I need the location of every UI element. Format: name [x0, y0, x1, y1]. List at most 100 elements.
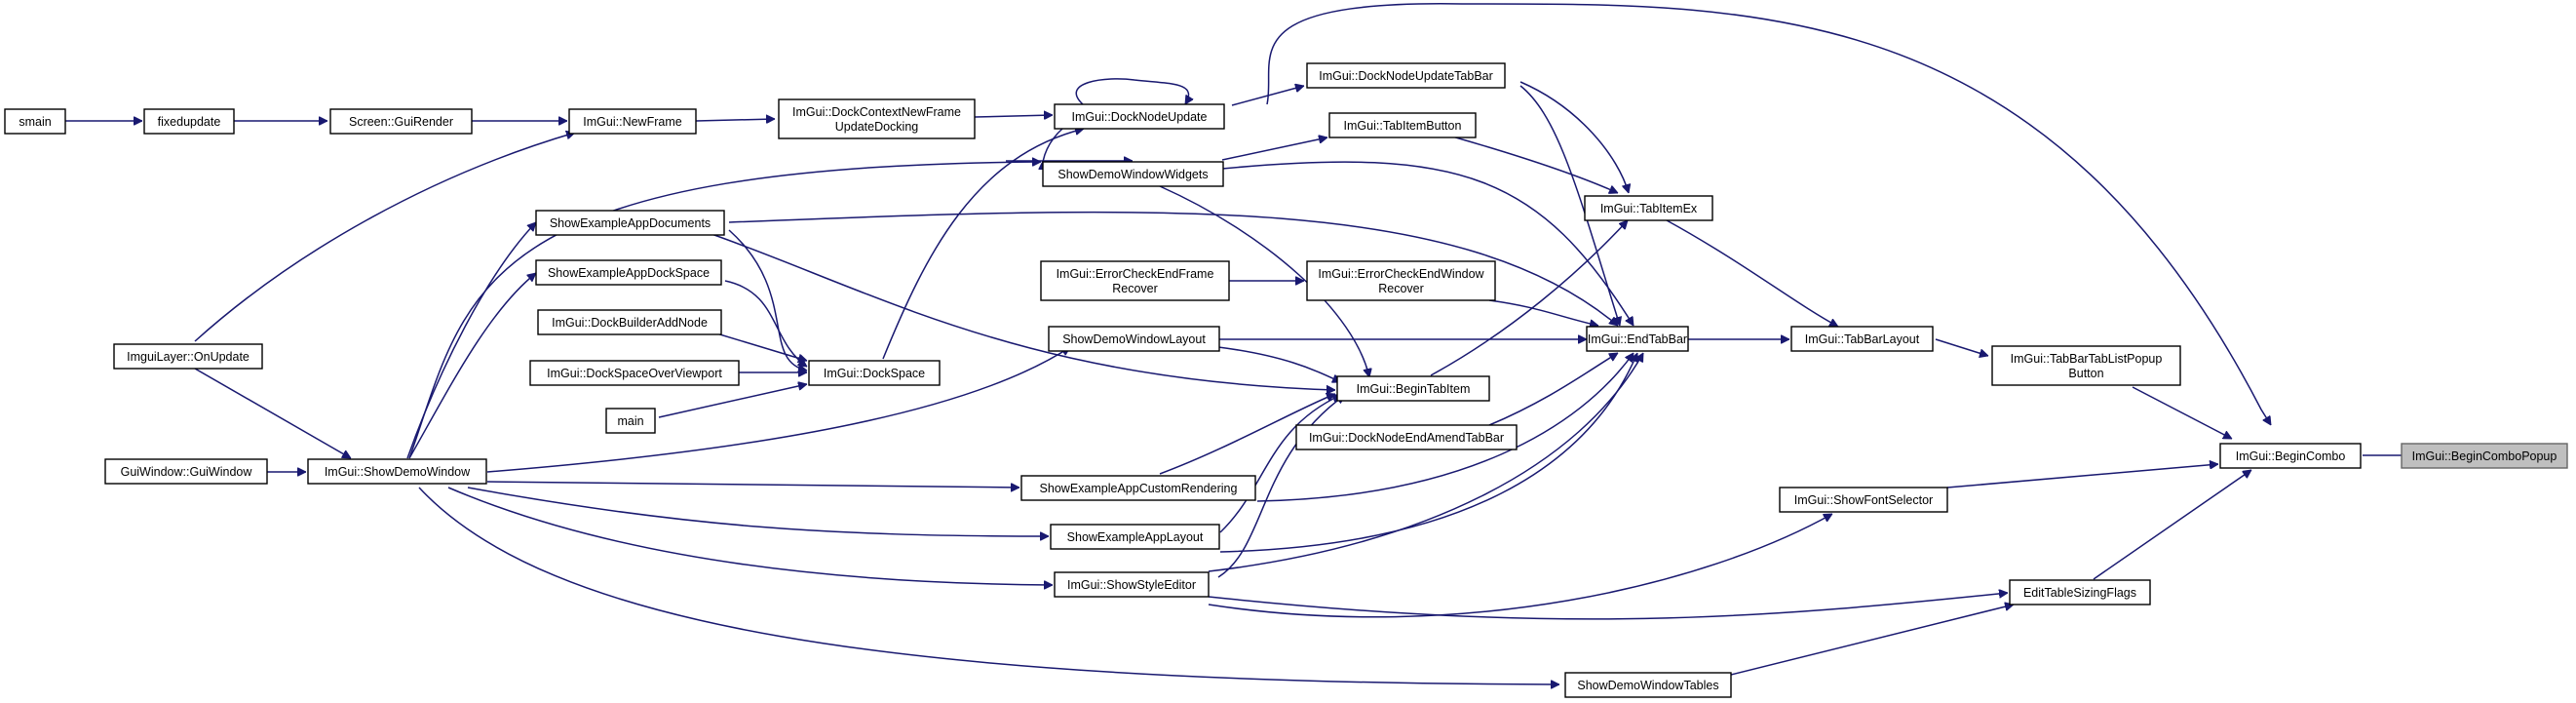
node-box: [1054, 103, 1225, 130]
node-app-documents[interactable]: ShowExampleAppDocuments: [535, 210, 725, 236]
node-label: ShowDemoWindowLayout: [1062, 332, 1206, 346]
node-box: [2009, 579, 2151, 605]
node-box: [1584, 195, 1713, 221]
node-label: ImGui::BeginTabItem: [1357, 382, 1471, 396]
node-label: Recover: [1112, 282, 1158, 295]
edge-popup-begincombo: [2132, 386, 2232, 440]
node-label: ImGui::DockSpaceOverViewport: [547, 367, 722, 380]
node-tab-bar-layout[interactable]: ImGui::TabBarLayout: [1790, 326, 1934, 352]
node-tab-item-ex[interactable]: ImGui::TabItemEx: [1584, 195, 1713, 221]
edge-docknodeupdate-begincombo: [1266, 3, 2272, 425]
node-label: ShowDemoWindowTables: [1577, 679, 1718, 692]
edge-tabbar-endtabbar: [1519, 85, 1620, 326]
edge-styleeditor-sizingflags: [1208, 593, 2008, 620]
node-demo-layout[interactable]: ShowDemoWindowLayout: [1048, 326, 1220, 352]
node-dockspace[interactable]: ImGui::DockSpace: [808, 360, 941, 386]
edge-styleeditor-endtabbar: [1208, 353, 1644, 572]
node-label: ImGui::TabBarTabListPopup: [2011, 352, 2163, 366]
node-box: [808, 360, 941, 386]
node-begin-combo-popup[interactable]: ImGui::BeginComboPopup: [2401, 443, 2568, 469]
edge-showdemo-demowidgets: [408, 162, 1041, 459]
edge-tabitemex-tablayout: [1666, 219, 1838, 328]
edge-showdemo-styleeditor: [447, 487, 1053, 585]
node-label: ImGui::TabBarLayout: [1805, 332, 1920, 346]
node-smain[interactable]: smain: [4, 108, 66, 135]
node-gui-window[interactable]: GuiWindow::GuiWindow: [104, 458, 268, 485]
node-label: ImGui::ShowDemoWindow: [325, 465, 471, 479]
node-dock-builder[interactable]: ImGui::DockBuilderAddNode: [537, 309, 722, 335]
node-box: [535, 259, 722, 286]
node-app-layout[interactable]: ShowExampleAppLayout: [1050, 524, 1220, 550]
node-label: ImGui::DockBuilderAddNode: [552, 316, 708, 330]
edge-begintabitem-tabitemex: [1430, 220, 1628, 376]
node-box: [113, 343, 263, 370]
node-box: [1295, 424, 1518, 450]
node-style-editor[interactable]: ImGui::ShowStyleEditor: [1054, 571, 1210, 598]
node-label: ImGui::DockNodeUpdate: [1072, 110, 1208, 124]
node-label: ImGui::TabItemButton: [1344, 119, 1462, 133]
node-label: ImGui::EndTabBar: [1588, 332, 1687, 346]
node-box: [568, 108, 697, 135]
node-end-tab-bar[interactable]: ImGui::EndTabBar: [1586, 326, 1689, 352]
node-dock-node-tabbar[interactable]: ImGui::DockNodeUpdateTabBar: [1306, 62, 1506, 89]
node-begin-combo[interactable]: ImGui::BeginCombo: [2219, 443, 2362, 469]
node-box: [2401, 443, 2568, 469]
node-box: [329, 108, 473, 135]
node-tab-item-button[interactable]: ImGui::TabItemButton: [1328, 112, 1477, 138]
node-dock-amend[interactable]: ImGui::DockNodeEndAmendTabBar: [1295, 424, 1518, 450]
node-main[interactable]: main: [605, 408, 656, 434]
edge-main-dockspace: [658, 384, 807, 418]
edge-applayout-begintabitem: [1219, 395, 1341, 533]
node-sizing-flags[interactable]: EditTableSizingFlags: [2009, 579, 2151, 605]
call-edges: [64, 3, 2411, 684]
node-label: ImGui::DockSpace: [824, 367, 925, 380]
edge-showdemo-appdockspace: [408, 273, 536, 459]
node-dock-node-update[interactable]: ImGui::DockNodeUpdate: [1054, 103, 1225, 130]
node-gui-render[interactable]: Screen::GuiRender: [329, 108, 473, 135]
node-label: main: [617, 414, 643, 428]
node-font-selector[interactable]: ImGui::ShowFontSelector: [1779, 487, 1948, 513]
edge-showdemo-applayout: [467, 487, 1049, 536]
node-label: fixedupdate: [158, 115, 221, 129]
edge-appdockspace-dockspace: [724, 280, 807, 368]
node-label: ShowExampleAppLayout: [1067, 530, 1204, 544]
edge-appdocs-dockspace: [728, 229, 807, 371]
node-box: [1328, 112, 1477, 138]
node-box: [4, 108, 66, 135]
node-label: Screen::GuiRender: [349, 115, 453, 129]
node-begin-tab-item[interactable]: ImGui::BeginTabItem: [1336, 375, 1490, 402]
node-label: GuiWindow::GuiWindow: [121, 465, 253, 479]
node-box: [1306, 62, 1506, 89]
edge-imguilayer-newframe: [194, 133, 575, 342]
node-box: [1336, 375, 1490, 402]
node-show-demo-widgets[interactable]: ShowDemoWindowWidgets: [1042, 161, 1224, 187]
node-show-demo-window[interactable]: ImGui::ShowDemoWindow: [307, 458, 487, 485]
node-label: ImGui::TabItemEx: [1600, 202, 1698, 215]
edge-customrender-endtabbar: [1256, 353, 1634, 502]
node-box: [1586, 326, 1689, 352]
node-imgui-layer[interactable]: ImguiLayer::OnUpdate: [113, 343, 263, 370]
node-custom-render[interactable]: ShowExampleAppCustomRendering: [1020, 475, 1256, 501]
edge-customrender-begintabitem: [1159, 394, 1335, 475]
node-label: ShowExampleAppDocuments: [550, 216, 711, 230]
node-label: Recover: [1378, 282, 1424, 295]
node-app-dockspace[interactable]: ShowExampleAppDockSpace: [535, 259, 722, 286]
node-label: ShowExampleAppCustomRendering: [1040, 482, 1238, 495]
node-demo-tables[interactable]: ShowDemoWindowTables: [1564, 672, 1732, 698]
edge-demolayout-begintabitem: [1217, 346, 1341, 382]
node-dockspace-viewport[interactable]: ImGui::DockSpaceOverViewport: [529, 360, 740, 386]
node-box: [535, 210, 725, 236]
edge-newframe-dockctx: [695, 119, 775, 121]
edge-showdemo-demolayout: [486, 346, 1070, 473]
node-box: [1991, 345, 2181, 386]
node-fixedupdate[interactable]: fixedupdate: [143, 108, 235, 135]
edge-appdocs-begintabitem: [711, 233, 1335, 390]
node-box: [778, 98, 976, 139]
node-new-frame[interactable]: ImGui::NewFrame: [568, 108, 697, 135]
